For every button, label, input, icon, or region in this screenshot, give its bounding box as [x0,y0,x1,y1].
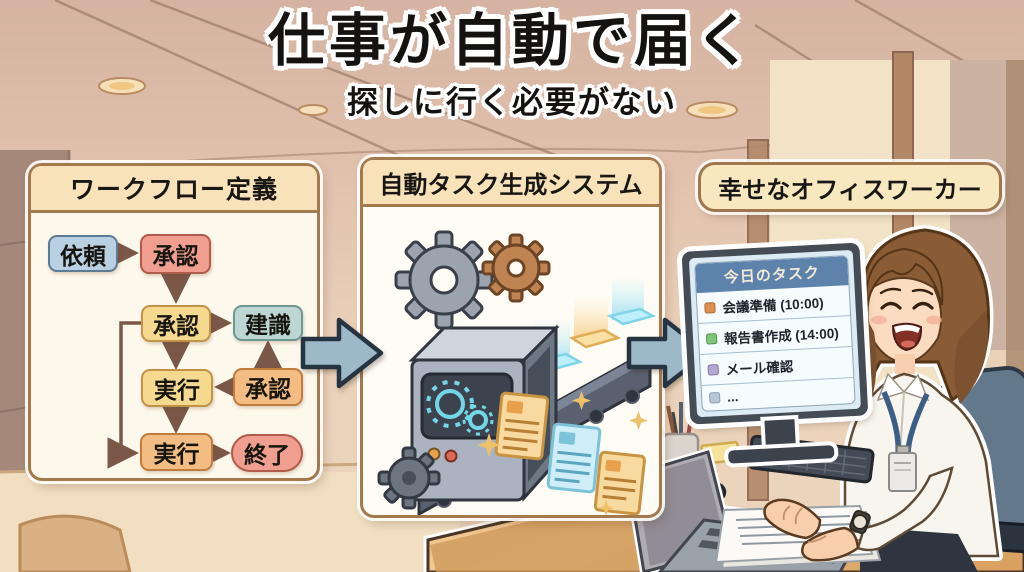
workflow-panel: ワークフロー定義 [28,163,320,481]
flow-arrow-icon-1 [300,317,384,389]
monitor-stand [764,419,796,449]
flow-arrow-icon-2 [626,317,710,389]
task-bullet [704,301,716,314]
hands [763,466,954,562]
flow-node-execute-1: 実行 [141,369,213,407]
monitor-screen: 今日のタスク 会議準備 (10:00) 報告書作成 (14:00) メール確認 [688,249,861,418]
task-machine [408,324,560,502]
closed-eyes [879,287,934,310]
flow-node-approve-2: 承認 [141,305,211,342]
task-generator-title: 自動タスク生成システム [363,160,659,207]
smiling-mouth [891,322,923,352]
ceiling-light [98,77,738,119]
gear-screen-icon [426,380,494,436]
gear-icon [377,230,551,510]
task-bullet [705,332,718,345]
woman-illustration [840,225,1003,572]
flow-node-end: 終了 [231,434,303,472]
monitor-frame: 今日のタスク 会議準備 (10:00) 報告書作成 (14:00) メール確認 [681,242,869,425]
shirt [843,372,1000,558]
document-icons [494,391,646,515]
happy-worker-title: 幸せなオフィスワーカー [718,176,982,204]
task-label: ... [726,389,739,405]
happy-worker-header: 幸せなオフィスワーカー [698,162,1002,212]
flow-node-execute-2: 実行 [140,433,213,471]
flow-node-advise: 建識 [233,305,303,341]
flow-node-approve-1: 承認 [140,234,211,274]
workflow-panel-title: ワークフロー定義 [31,166,317,213]
task-label: 会議準備 (10:00) [722,295,825,316]
task-label: メール確認 [725,359,794,378]
task-bullet [707,363,719,376]
task-bullet [708,391,721,404]
task-generator-panel: 自動タスク生成システム [360,157,662,518]
monitor: 今日のタスク 会議準備 (10:00) 報告書作成 (14:00) メール確認 [681,242,871,465]
workflow-chart: 依頼 承認 承認 建識 実行 承認 実行 終了 [31,166,317,478]
task-list: 今日のタスク 会議準備 (10:00) 報告書作成 (14:00) メール確認 [694,255,856,412]
wrist-watch [849,509,871,535]
flow-node-approve-3: 承認 [233,368,303,406]
flow-arrow-canvas [107,237,284,469]
task-label: 報告書作成 (14:00) [723,325,840,347]
id-badge [888,445,917,492]
sparkle-icons [477,391,648,515]
task-machine-illustration [377,230,657,515]
flow-node-request: 依頼 [48,235,118,272]
